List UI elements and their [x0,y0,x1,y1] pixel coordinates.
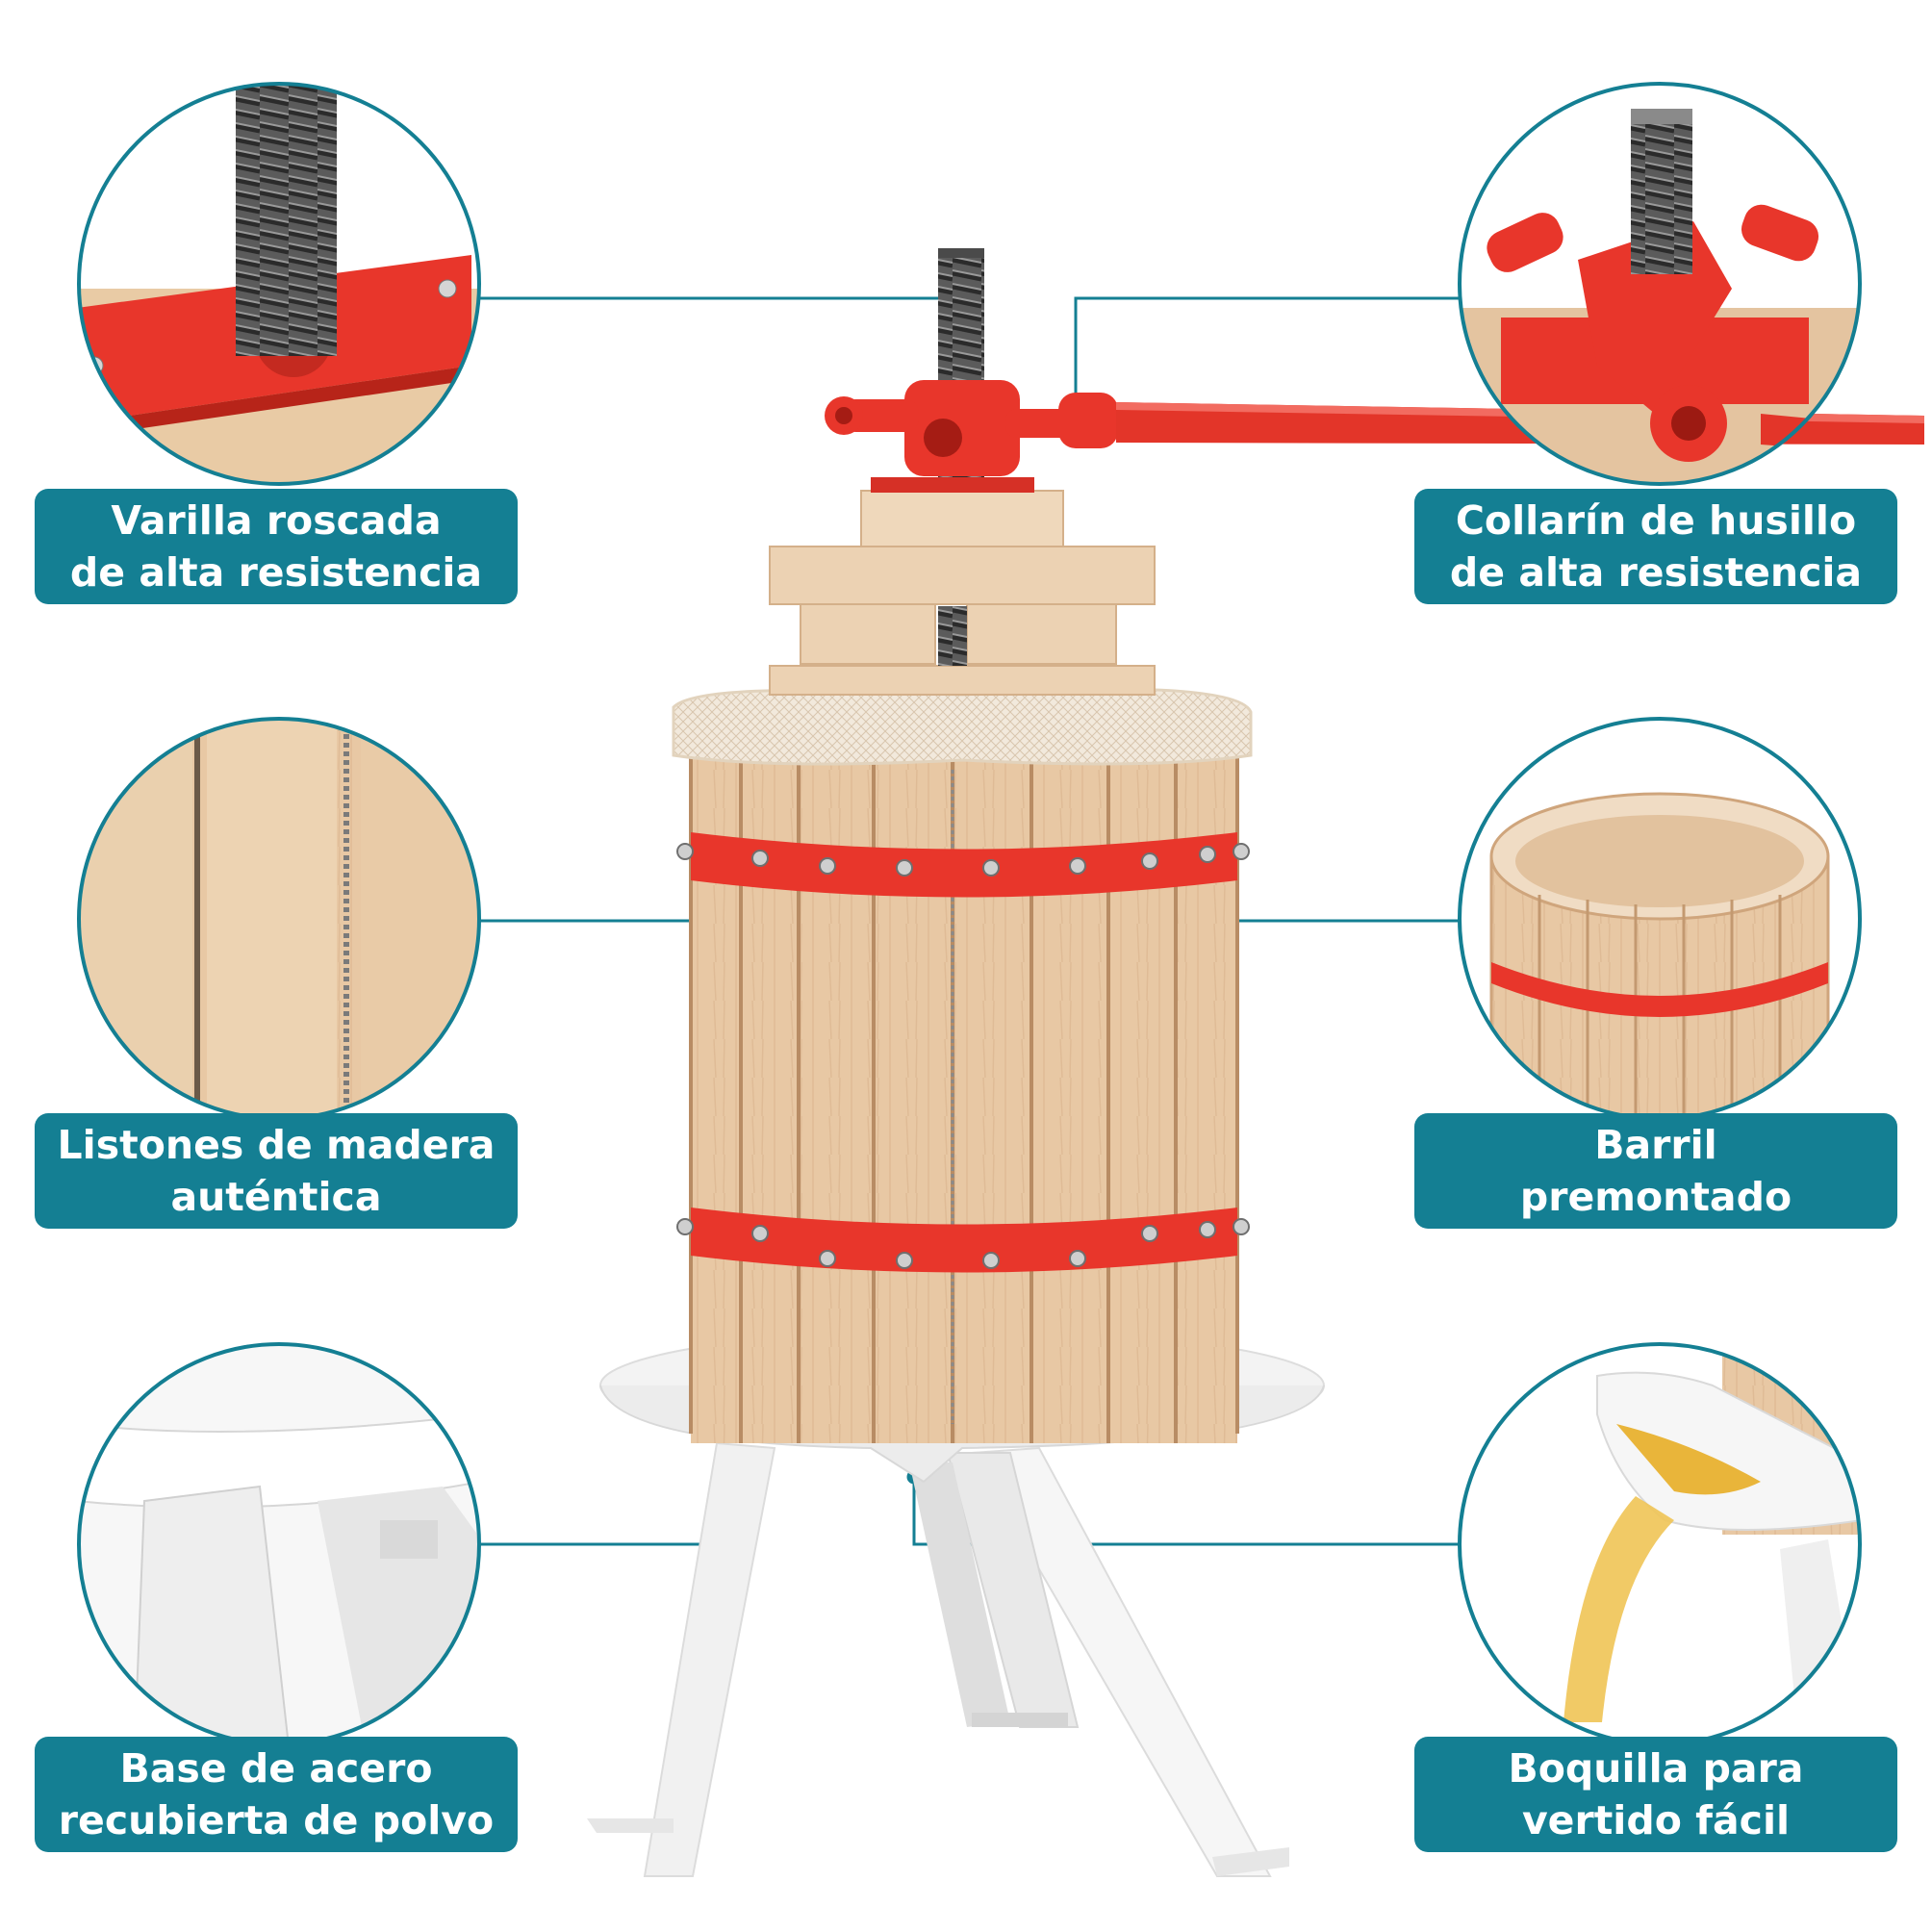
callout-threaded-rod-line2: de alta resistencia [69,549,483,596]
press-legs [587,1441,1289,1877]
slats-detail-circle [77,717,481,1121]
barrel-detail-circle [1458,717,1862,1121]
callout-preassembled-barrel: Barril premontado [1414,1113,1897,1229]
callout-spindle-collar: Collarín de husillo de alta resistencia [1414,489,1897,604]
callout-pour-spout: Boquilla para vertido fácil [1414,1737,1897,1852]
pressing-blocks [769,490,1156,696]
callout-threaded-rod: Varilla roscada de alta resistencia [35,489,518,604]
rod-detail-circle [77,82,481,486]
callout-spindle-collar-line1: Collarín de husillo [1455,497,1857,544]
callout-steel-base-line1: Base de acero [119,1745,433,1792]
callout-steel-base-line2: recubierta de polvo [58,1797,495,1843]
callout-steel-base: Base de acero recubierta de polvo [35,1737,518,1852]
base-detail-circle [77,1342,481,1746]
callout-pour-spout-line1: Boquilla para [1508,1745,1804,1792]
callout-preassembled-barrel-line1: Barril [1594,1122,1717,1168]
callout-wood-slats-line2: auténtica [170,1174,382,1220]
callout-preassembled-barrel-line2: premontado [1519,1174,1792,1220]
callout-wood-slats-line1: Listones de madera [57,1122,496,1168]
callout-spindle-collar-line2: de alta resistencia [1449,549,1863,596]
barrel-bands [676,832,1250,1273]
callout-threaded-rod-line1: Varilla roscada [111,497,442,544]
callout-wood-slats: Listones de madera auténtica [35,1113,518,1229]
collar-detail-circle [1458,82,1862,486]
mesh-bag-rim [672,687,1253,766]
spout-detail-circle [1458,1342,1862,1746]
callout-pour-spout-line2: vertido fácil [1521,1797,1791,1843]
